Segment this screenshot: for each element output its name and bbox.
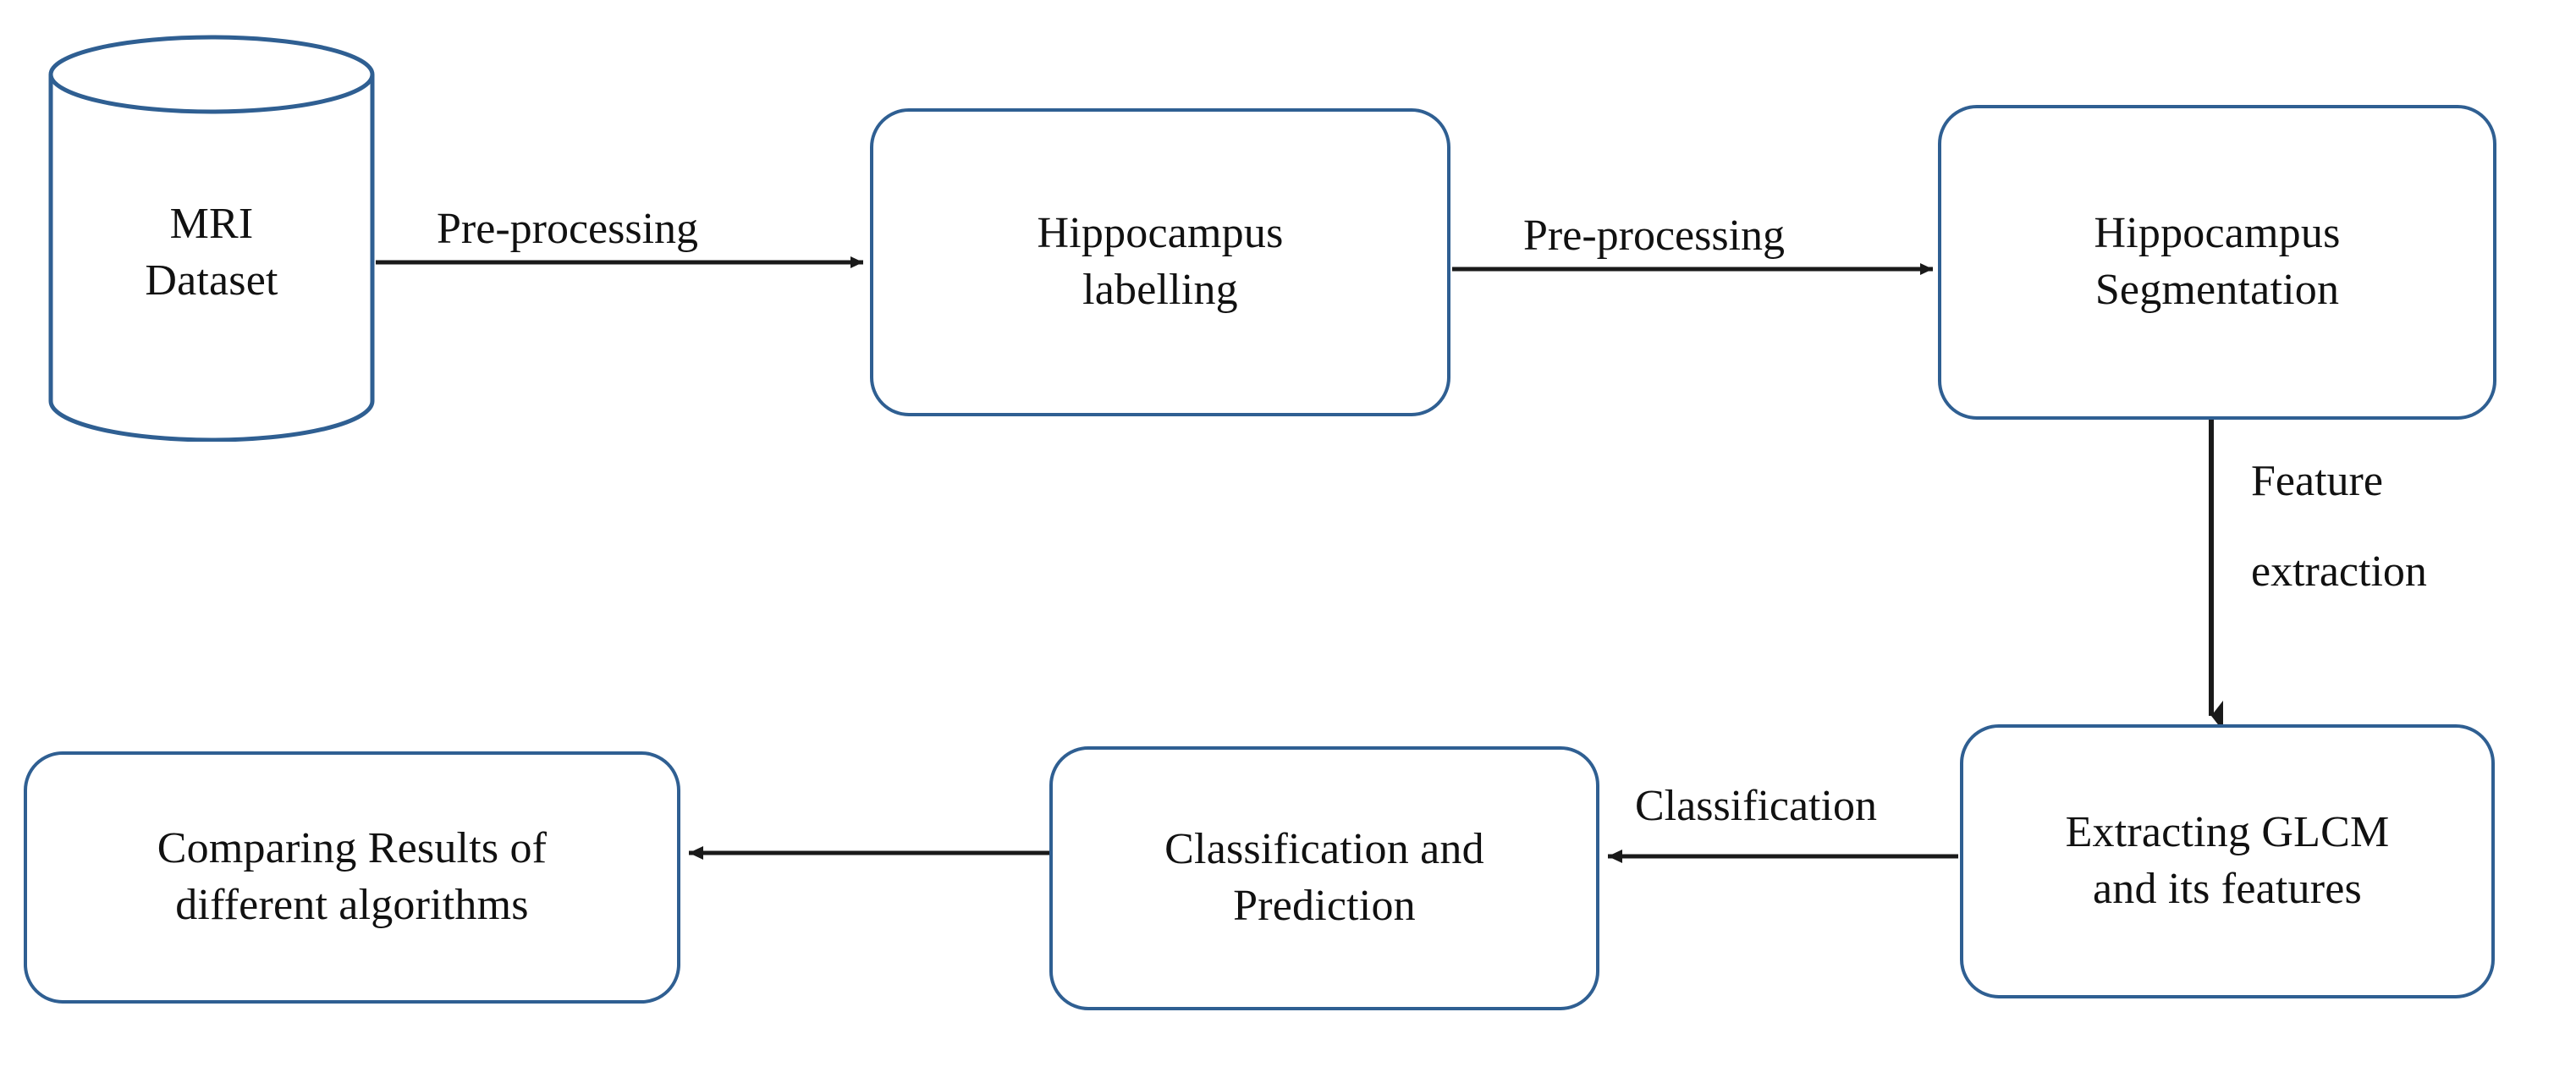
edge-label-preprocessing-1: Pre-processing [437,205,699,253]
edge-label-feature-extraction: Feature extraction [2251,457,2427,596]
node-comparing-results[interactable]: Comparing Results of different algorithm… [24,751,680,1004]
node-extracting-glcm[interactable]: Extracting GLCM and its features [1960,724,2495,998]
node-label-hippocampus-labelling: Hippocampus labelling [1037,209,1284,314]
node-mri-dataset[interactable]: MRI Dataset [47,34,376,442]
node-label-mri-dataset: MRI Dataset [145,200,278,305]
node-hippocampus-segmentation[interactable]: Hippocampus Segmentation [1938,105,2496,420]
node-label-hippocampus-segmentation: Hippocampus Segmentation [2094,209,2341,314]
cylinder-icon [48,35,375,442]
edge-label-classification: Classification [1635,782,1877,830]
node-classification-prediction[interactable]: Classification and Prediction [1049,746,1599,1010]
node-label-extracting-glcm: Extracting GLCM and its features [2065,808,2390,913]
node-hippocampus-labelling[interactable]: Hippocampus labelling [870,108,1450,416]
node-label-classification-prediction: Classification and Prediction [1164,825,1484,930]
edge-label-preprocessing-2: Pre-processing [1523,212,1786,260]
node-label-comparing-results: Comparing Results of different algorithm… [157,824,548,929]
